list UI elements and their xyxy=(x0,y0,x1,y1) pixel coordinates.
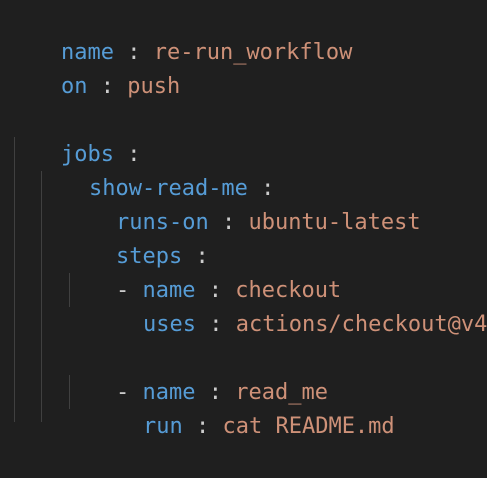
yaml-value: actions/checkout@v4 xyxy=(235,312,487,337)
yaml-value: push xyxy=(127,74,181,99)
yaml-separator: : xyxy=(182,414,223,439)
yaml-separator: : xyxy=(87,74,128,99)
yaml-value: checkout xyxy=(235,278,342,303)
yaml-separator: : xyxy=(113,142,154,167)
indent-guide xyxy=(69,273,70,307)
yaml-separator: : xyxy=(182,244,222,269)
yaml-separator: : xyxy=(195,380,236,405)
yaml-key: name xyxy=(142,380,196,405)
indent-guide xyxy=(41,171,42,422)
code-line: jobs : xyxy=(8,104,154,167)
code-line: runs-on : ubuntu-latest xyxy=(63,172,421,235)
code-line: - name : read_me xyxy=(63,342,328,405)
yaml-key: jobs xyxy=(60,142,114,167)
yaml-key: runs-on xyxy=(115,210,209,235)
code-line: show-read-me : xyxy=(36,138,288,201)
yaml-separator: : xyxy=(247,176,288,201)
code-line: steps : xyxy=(63,206,222,269)
code-line: uses : actions/checkout@v4 xyxy=(90,274,487,337)
yaml-value: cat README.md xyxy=(222,414,395,439)
code-line: name : re-run_workflow xyxy=(8,2,352,65)
yaml-key: name xyxy=(60,40,114,65)
code-editor[interactable]: name : re-run_workflow on : push jobs : … xyxy=(0,0,487,439)
yaml-separator: : xyxy=(208,210,249,235)
indent-guide xyxy=(69,375,70,409)
yaml-value: ubuntu-latest xyxy=(248,210,421,235)
yaml-key: name xyxy=(142,278,196,303)
yaml-separator: : xyxy=(195,278,236,303)
yaml-list-dash: - xyxy=(115,380,143,405)
code-line: run : cat README.md xyxy=(90,376,395,439)
yaml-key: uses xyxy=(142,312,196,337)
yaml-separator: : xyxy=(195,312,236,337)
yaml-key: show-read-me xyxy=(88,176,248,201)
yaml-key: steps xyxy=(115,244,183,269)
code-line: on : push xyxy=(8,36,180,99)
yaml-key: on xyxy=(60,74,88,99)
yaml-key: run xyxy=(142,414,183,439)
yaml-value: re-run_workflow xyxy=(153,40,353,65)
indent-guide xyxy=(14,137,15,422)
yaml-list-dash: - xyxy=(115,278,143,303)
code-line: - name : checkout xyxy=(63,240,341,303)
yaml-separator: : xyxy=(113,40,154,65)
yaml-value: read_me xyxy=(235,380,328,405)
